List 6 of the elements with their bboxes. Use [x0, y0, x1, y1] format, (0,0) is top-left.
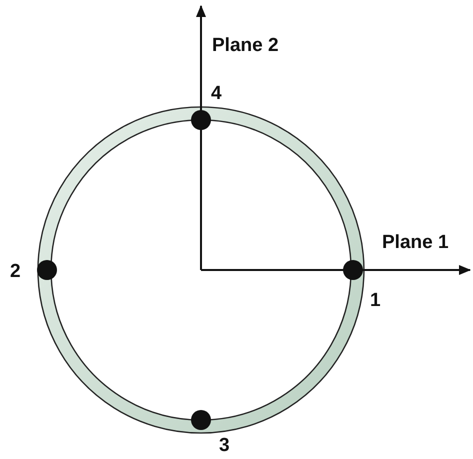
point-number: 1 — [370, 291, 381, 310]
axis-label: Plane 1 — [382, 233, 449, 252]
point-number: 3 — [219, 436, 230, 455]
point-number: 4 — [211, 84, 222, 103]
point-number: 2 — [10, 262, 21, 281]
axis-label: Plane 2 — [212, 36, 279, 55]
